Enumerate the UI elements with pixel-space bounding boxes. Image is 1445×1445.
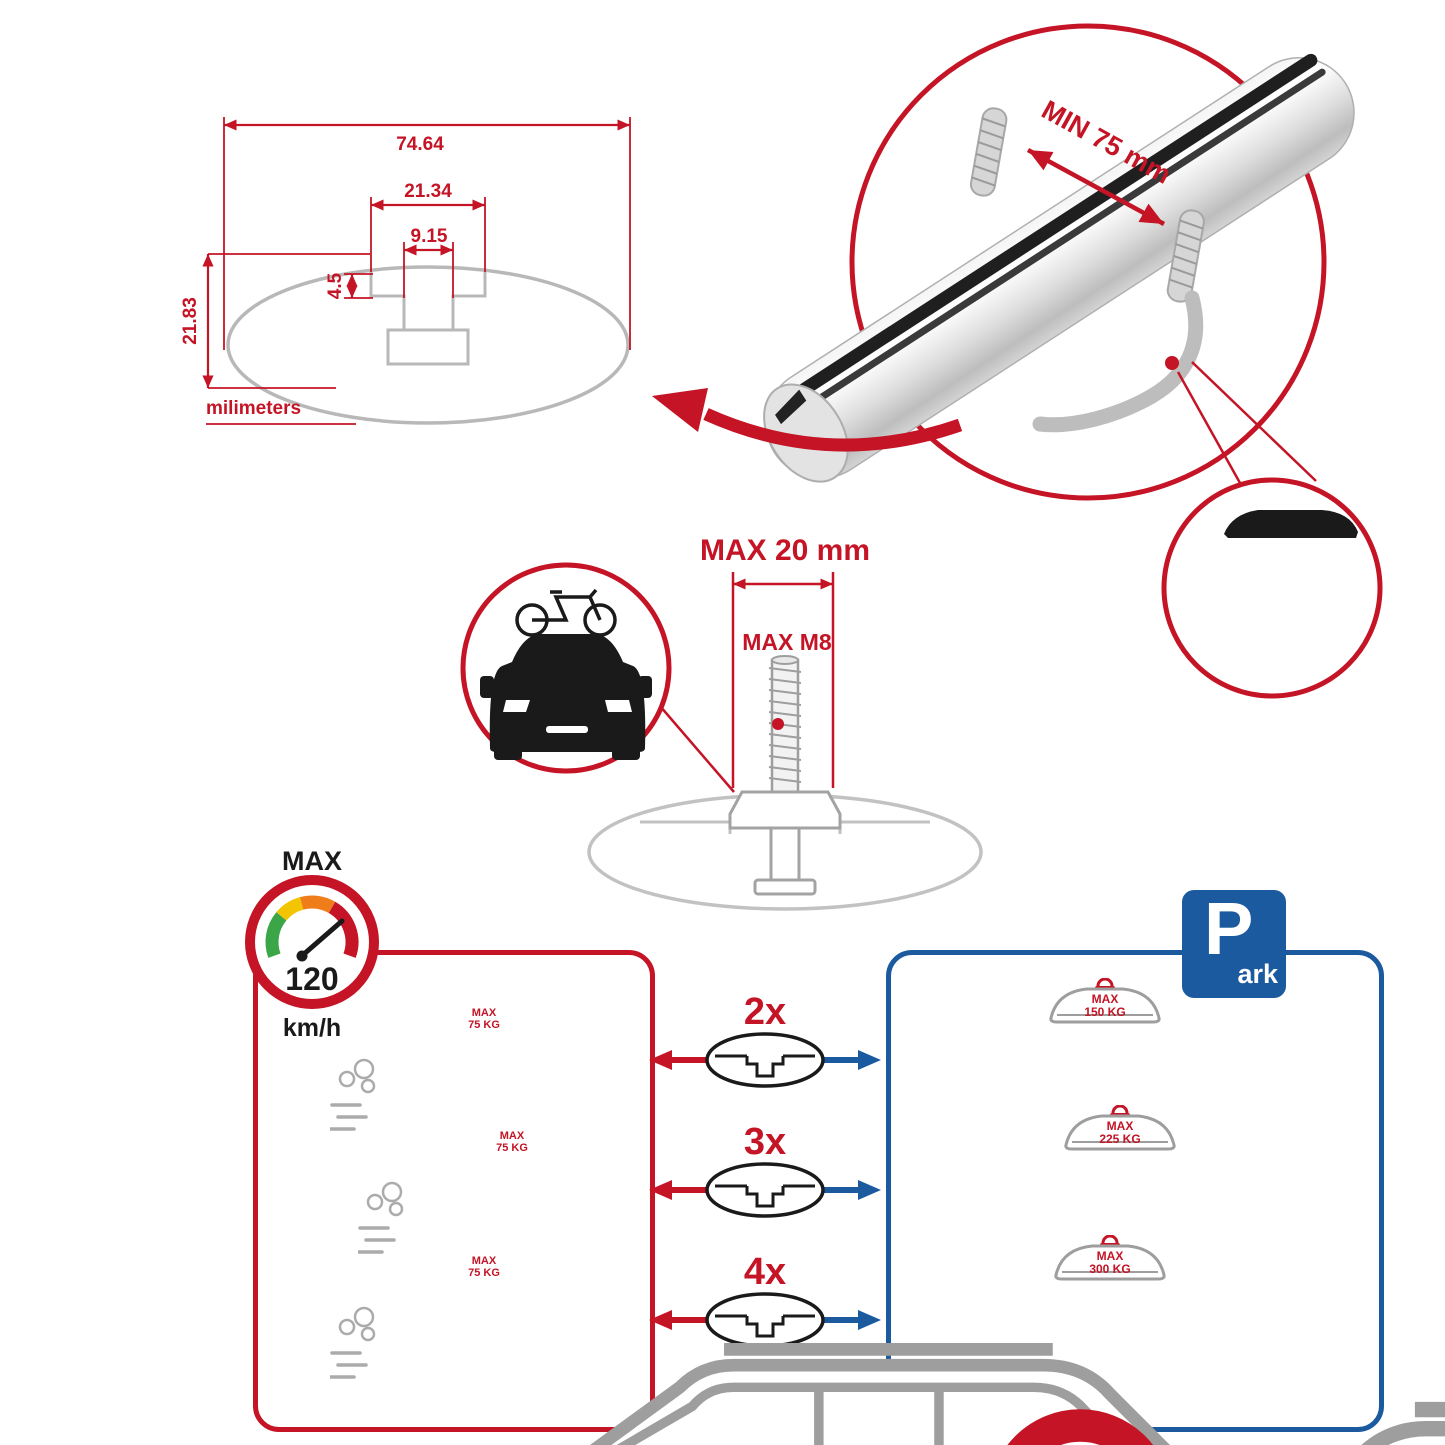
clamp-rod-far [969, 107, 1008, 197]
exhaust-smoke [358, 1181, 404, 1254]
crossbar [763, 53, 1355, 483]
gauge-arc [265, 895, 359, 958]
bag-max-label: MAX [500, 1130, 525, 1142]
bar-closeup-circle: MIN 75 mm [763, 23, 1355, 501]
box-kg-label: 300 KG [1089, 1262, 1130, 1276]
box-kg-label: 150 KG [1084, 1005, 1125, 1019]
clamp-shaft [769, 826, 801, 886]
t-slot-nut [753, 878, 817, 896]
bag-max-label: MAX [472, 1255, 497, 1267]
clamp-callout-dot [1165, 356, 1179, 370]
driving-cars: MAX 75 KG MAX 75 KG MAX 75 KG [330, 1007, 1445, 1445]
dim-slot-outer: 21.34 [404, 181, 452, 202]
bag-max-label: MAX [472, 1007, 497, 1019]
multiplier-4x: 4x [744, 1251, 786, 1293]
clamp-foot [728, 790, 842, 830]
bike-circle-leader-line [659, 705, 735, 793]
bag-kg-label: 75 KG [468, 1019, 500, 1031]
gauge-needle [301, 918, 345, 957]
bolt-max-length-label: MAX 20 mm [700, 534, 870, 567]
box-max-label: MAX [1097, 1249, 1124, 1263]
dim-slot-inner: 9.15 [411, 226, 448, 247]
bolt-diagram: MAX 20 mm MAX M8 [587, 534, 983, 911]
multiplier-rows: 2x 3x 4x [649, 991, 881, 1346]
box-max-label: MAX [1107, 1119, 1134, 1133]
car-bike-circle [460, 562, 672, 774]
clamp-rod-near [1166, 209, 1205, 303]
threaded-bolt [768, 655, 802, 794]
bag-kg-label: 75 KG [496, 1142, 528, 1154]
car-front-icon [480, 634, 652, 760]
park-sign-letter: P [1204, 887, 1254, 970]
dimension-lines [202, 119, 630, 388]
parked-cars: MAX 150 KG MAX 225 KG MAX 300 KG [1035, 978, 1445, 1445]
box-max-label: MAX [1092, 992, 1119, 1006]
box-kg-label: 225 KG [1099, 1132, 1140, 1146]
roof-box-silhouette [1224, 510, 1358, 538]
bolt-max-thread-label: MAX M8 [742, 629, 832, 655]
dim-total-height: 21.83 [180, 297, 201, 345]
speed-unit: km/h [283, 1014, 341, 1042]
park-sign-suffix: ark [1237, 959, 1278, 989]
bar-section-icon [649, 1294, 881, 1346]
exhaust-smoke [330, 1306, 376, 1379]
dimension-extension-lines [206, 117, 631, 425]
park-sign: P ark [1182, 890, 1286, 998]
driving-car-1 [411, 1349, 1334, 1445]
dim-lip-depth: 4.5 [325, 272, 346, 299]
multiplier-2x: 2x [744, 991, 786, 1033]
dim-unit-label: milimeters [206, 398, 301, 419]
suv-circle-leader-lines [1176, 361, 1317, 484]
dim-total-width: 74.64 [396, 134, 444, 155]
bar-to-section-arrow [652, 388, 963, 452]
speed-value: 120 [285, 961, 338, 997]
cross-section-diagram: 74.64 21.34 9.15 4.5 21.83 milimeters [180, 117, 631, 425]
bag-kg-label: 75 KG [468, 1267, 500, 1279]
speedometer-badge: MAX 120 km/h [245, 846, 379, 1042]
suv-roofbox-circle [1161, 477, 1383, 699]
multiplier-3x: 3x [744, 1121, 786, 1163]
driving-capacity-panel [253, 950, 655, 1432]
bar-section-icon [649, 1164, 881, 1216]
clamp-strap [1032, 290, 1204, 433]
bar-section-icon [649, 1034, 881, 1086]
min-clamp-arrow [1026, 148, 1166, 226]
speed-title: MAX [282, 846, 342, 876]
exhaust-smoke [330, 1058, 376, 1131]
